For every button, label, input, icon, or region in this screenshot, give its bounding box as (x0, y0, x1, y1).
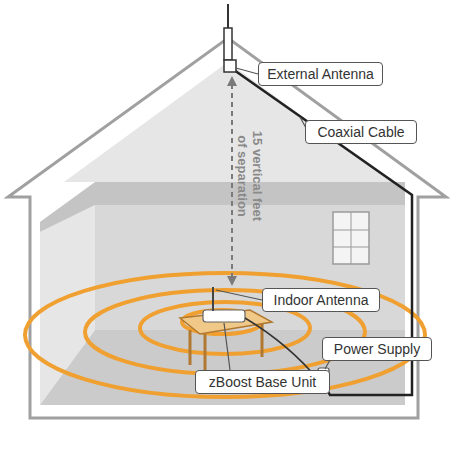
window-bar (333, 247, 369, 248)
arrow-head (227, 276, 237, 286)
window-bar (351, 212, 352, 264)
antenna-body (224, 28, 232, 60)
table-top (180, 310, 272, 334)
callout-box: Power Supply (322, 337, 432, 361)
arrow-head (227, 76, 237, 86)
callout-text: Coaxial Cable (317, 124, 404, 140)
house-outline (8, 38, 446, 418)
table-leg (189, 330, 192, 365)
window (333, 212, 369, 264)
callout-text: zBoost Base Unit (209, 374, 316, 390)
signal-ring (25, 273, 425, 397)
dimension-label: 15 vertical feet of separation (235, 123, 265, 229)
leader-line (216, 290, 262, 300)
leader-line (224, 323, 230, 370)
table-leg (204, 334, 207, 372)
separation-line (231, 84, 233, 278)
leader-line (325, 360, 330, 369)
leader-line (236, 68, 258, 74)
callout-box: Coaxial Cable (305, 120, 417, 144)
indoor-antenna (212, 287, 214, 311)
window-bar (333, 230, 369, 231)
callout-box: External Antenna (258, 62, 383, 86)
table-leg (261, 322, 264, 357)
callout-text: Indoor Antenna (274, 292, 369, 308)
callout-box: Indoor Antenna (262, 288, 380, 312)
base-unit (203, 310, 245, 322)
callout-text: External Antenna (267, 66, 374, 82)
antenna-bracket (224, 60, 236, 72)
callout-box: zBoost Base Unit (195, 370, 330, 394)
callout-text: Power Supply (334, 341, 420, 357)
